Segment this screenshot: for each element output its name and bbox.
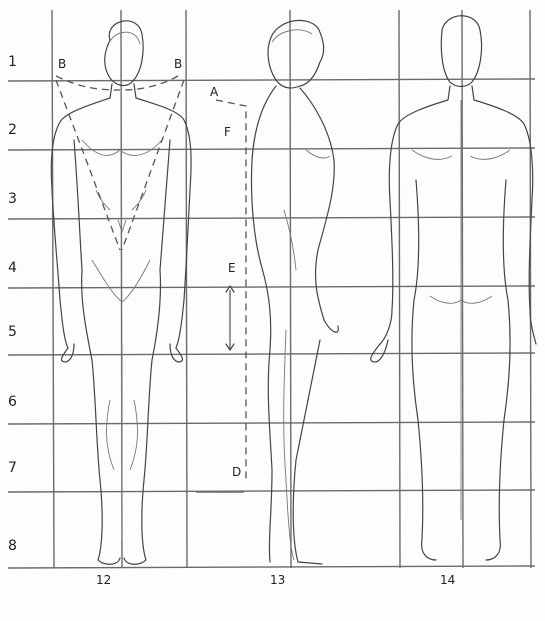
row-number-8: 8 [8,538,17,554]
figure-number-side: 13 [270,573,285,587]
grid-line-h8 [8,566,535,568]
grid-line-v3 [186,10,187,568]
back-view-figure [371,16,536,560]
point-label-d: D [232,465,241,479]
row-number-7: 7 [8,460,17,476]
grid-line-h1 [8,79,535,81]
grid-line-h4 [8,286,535,288]
point-label-e: E [228,261,236,275]
row-number-5: 5 [8,324,17,340]
grid-line-h5 [8,353,535,355]
point-label-f: F [224,125,231,139]
side-view-figure [251,20,338,564]
grid-line-v1 [52,10,54,568]
row-number-1: 1 [8,54,17,70]
proportion-marks [56,76,246,492]
point-label-a: A [210,85,219,99]
point-label-b-left: B [58,57,66,71]
grid-line-h2 [8,148,535,150]
figure-number-front: 12 [96,573,111,587]
grid-line-v4 [290,10,291,568]
figure-number-back: 14 [440,573,455,587]
row-number-3: 3 [8,191,17,207]
grid-line-v5 [399,10,400,568]
grid-line-v6 [462,10,463,568]
grid-line-h3 [8,217,535,219]
row-number-2: 2 [8,122,17,138]
row-number-6: 6 [8,394,17,410]
point-label-b-right: B [174,57,182,71]
grid-line-v7 [530,10,531,568]
row-number-4: 4 [8,260,17,276]
grid-line-h6 [8,422,535,424]
